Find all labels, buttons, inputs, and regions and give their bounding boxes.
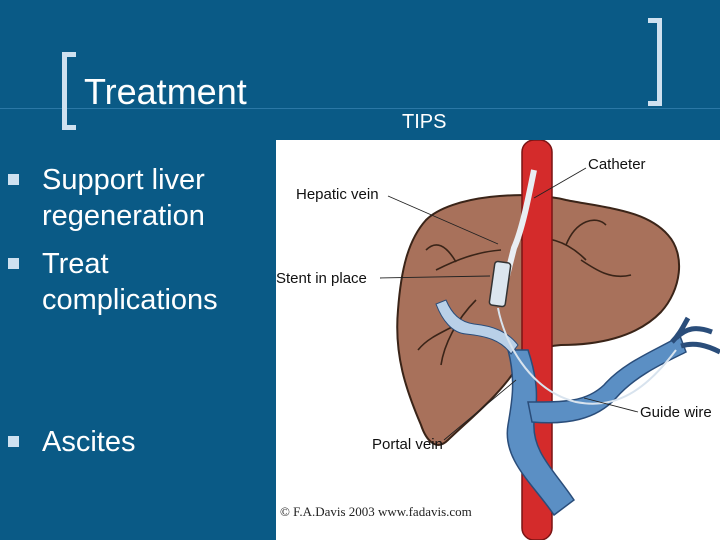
hepatic-vein-label: Hepatic vein xyxy=(296,186,379,203)
slide-subtitle: TIPS xyxy=(402,111,447,133)
catheter-line xyxy=(503,169,537,281)
square-bullet-icon xyxy=(8,258,19,269)
left-bracket-decoration xyxy=(62,52,76,130)
bullet-line: regeneration xyxy=(42,200,205,232)
divider-line xyxy=(0,108,720,109)
copyright-text: © F.A.Davis 2003 www.fadavis.com xyxy=(280,504,472,519)
portal-vein-group xyxy=(435,299,720,517)
tips-illustration: Catheter Hepatic vein Stent in place Gui… xyxy=(276,140,720,540)
bullet-line: Support liver xyxy=(42,164,205,196)
square-bullet-icon xyxy=(8,436,19,447)
stent-label: Stent in place xyxy=(276,270,367,287)
catheter-label: Catheter xyxy=(588,156,646,173)
liver-diagram-svg xyxy=(379,140,720,540)
leader-lines xyxy=(379,167,639,441)
square-bullet-icon xyxy=(8,174,19,185)
bullet-text: Support liver regeneration xyxy=(42,162,205,234)
right-bracket-decoration xyxy=(648,18,662,106)
slide-title: Treatment xyxy=(84,71,247,112)
bullet-line: Treat xyxy=(42,248,109,280)
bullet-text: Treat complications xyxy=(42,246,218,318)
stent-shape xyxy=(488,260,512,308)
portal-vein-label: Portal vein xyxy=(372,436,443,453)
bullet-line: complications xyxy=(42,284,218,316)
guide-wire-label: Guide wire xyxy=(640,404,712,421)
guide-wire-line xyxy=(497,307,677,405)
bullet-text: Ascites xyxy=(42,424,135,460)
bullet-line: Ascites xyxy=(42,426,136,458)
